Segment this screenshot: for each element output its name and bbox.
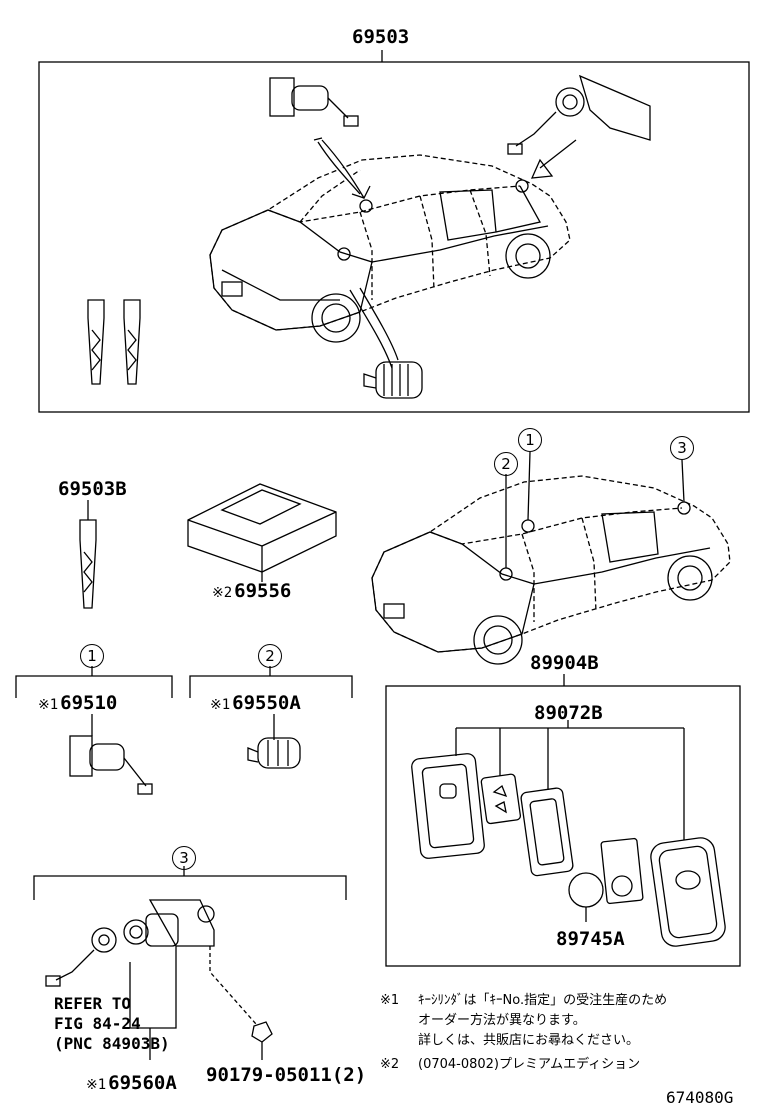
figure-code: 674080G bbox=[666, 1088, 734, 1107]
callout-circle-1-car: 1 bbox=[518, 428, 542, 452]
label-89072b[interactable]: 89072B bbox=[534, 702, 603, 724]
note-1-line-1: ｷｰｼﾘﾝﾀﾞは「ｷｰNo.指定」の受注生産のため bbox=[418, 993, 668, 1008]
refer-line-3[interactable]: (PNC 84903B) bbox=[54, 1034, 170, 1053]
ignition-cylinder-top-illustration bbox=[363, 361, 423, 399]
mark-1: ※1 bbox=[210, 697, 231, 713]
battery-illustration bbox=[568, 872, 604, 908]
trunk-cylinder-top-illustration bbox=[507, 74, 651, 155]
mark-2: ※2 bbox=[212, 585, 233, 601]
car-top-solid-parts bbox=[209, 185, 551, 343]
car-top-illustration bbox=[209, 154, 571, 331]
mark-1: ※1 bbox=[38, 697, 59, 713]
transmitter-buttons-illustration bbox=[480, 773, 522, 825]
transmitter-board-illustration bbox=[520, 787, 574, 877]
door-cylinder-69510-illustration bbox=[69, 714, 153, 795]
callout-circle-2: 2 bbox=[258, 644, 282, 668]
label-69503[interactable]: 69503 bbox=[352, 26, 410, 48]
bracket-group-2 bbox=[189, 675, 353, 698]
note-1-line-3: 詳しくは、共販店にお尋ねください。 bbox=[418, 1033, 640, 1048]
car-bottom-illustration bbox=[371, 475, 731, 653]
label-69550a[interactable]: 69550A bbox=[232, 692, 301, 714]
label-69560a[interactable]: 69560A bbox=[108, 1072, 177, 1094]
label-89904b[interactable]: 89904B bbox=[530, 652, 599, 674]
callout-circle-3: 3 bbox=[172, 846, 196, 870]
ignition-cylinder-69550a-illustration bbox=[247, 714, 301, 769]
bracket-group-3 bbox=[33, 875, 347, 900]
callout-circle-1: 1 bbox=[80, 644, 104, 668]
label-69556[interactable]: 69556 bbox=[234, 580, 292, 602]
note-2-line-1: (0704-0802)プレミアムエディション bbox=[418, 1057, 641, 1072]
keys-illustration bbox=[87, 299, 141, 385]
transmitter-cover-illustration bbox=[600, 837, 644, 905]
smart-key-illustration bbox=[650, 837, 726, 947]
arrow-to-trunk bbox=[530, 139, 577, 179]
label-89745a[interactable]: 89745A bbox=[556, 928, 625, 950]
callout-circle-3-car: 3 bbox=[670, 436, 694, 460]
screw-illustration bbox=[251, 1021, 273, 1043]
key-69503b-illustration bbox=[79, 519, 97, 609]
note-1-line-2: オーダー方法が異なります。 bbox=[418, 1013, 586, 1028]
arrow-to-door bbox=[317, 138, 365, 198]
transmitter-case-illustration bbox=[411, 753, 485, 859]
refer-note: REFER TO FIG 84-24 (PNC 84903B) bbox=[54, 994, 170, 1054]
key-box-69556-illustration bbox=[187, 483, 337, 573]
door-cylinder-top-illustration bbox=[269, 77, 359, 127]
refer-line-1: REFER TO bbox=[54, 994, 132, 1013]
smart-key-set-frame bbox=[385, 685, 741, 967]
label-90179-05011[interactable]: 90179-05011(2) bbox=[206, 1064, 367, 1086]
refer-line-2[interactable]: FIG 84-24 bbox=[54, 1014, 141, 1033]
note-1-mark: ※1 bbox=[380, 993, 400, 1008]
assembly-69503-frame bbox=[38, 61, 750, 413]
mark-1: ※1 bbox=[86, 1077, 107, 1093]
note-2-mark: ※2 bbox=[380, 1057, 400, 1072]
trunk-cylinder-69560a-illustration bbox=[45, 899, 215, 987]
bracket-group-1 bbox=[15, 675, 173, 698]
callout-circle-2-car: 2 bbox=[494, 452, 518, 476]
label-69503b[interactable]: 69503B bbox=[58, 478, 127, 500]
label-69510[interactable]: 69510 bbox=[60, 692, 118, 714]
